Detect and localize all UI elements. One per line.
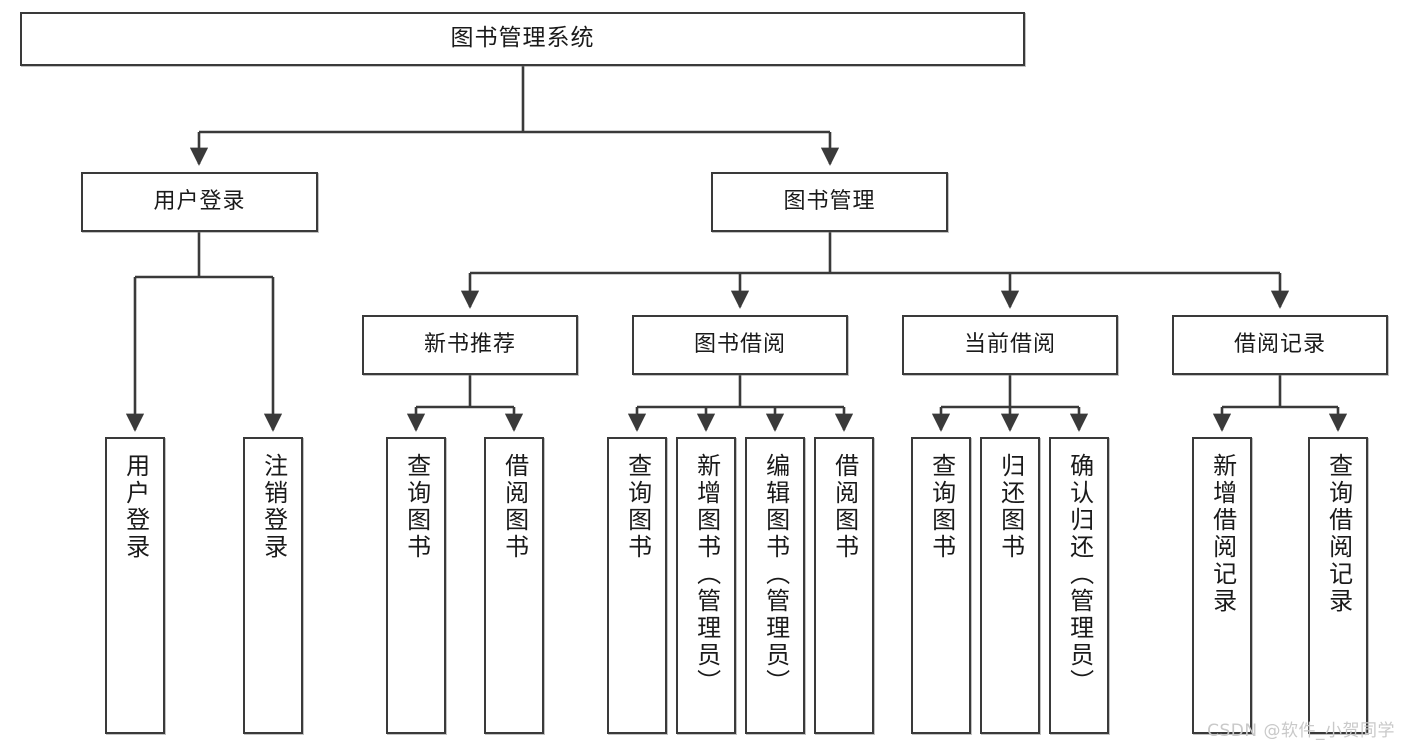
- leaf-edit-book-label: 编辑图书（管理员）: [761, 453, 790, 696]
- leaf-return-book-label: 归还图书: [996, 453, 1025, 561]
- leaf-query-record-label: 查询借阅记录: [1324, 453, 1353, 615]
- leaf-add-book[interactable]: 新增图书（管理员）: [676, 437, 736, 734]
- node-user-login-label: 用户登录: [153, 188, 246, 214]
- leaf-logout-login[interactable]: 注销登录: [243, 437, 303, 734]
- leaf-user-login-label: 用户登录: [121, 453, 150, 561]
- node-book-manage[interactable]: 图书管理: [711, 172, 948, 232]
- leaf-logout-login-label: 注销登录: [259, 453, 288, 561]
- leaf-user-login[interactable]: 用户登录: [105, 437, 165, 734]
- leaf-confirm-return-label: 确认归还（管理员）: [1065, 453, 1094, 696]
- node-borrow-record[interactable]: 借阅记录: [1172, 315, 1388, 375]
- leaf-query-book-2[interactable]: 查询图书: [607, 437, 667, 734]
- leaf-query-record[interactable]: 查询借阅记录: [1308, 437, 1368, 734]
- leaf-edit-book[interactable]: 编辑图书（管理员）: [745, 437, 805, 734]
- node-current-borrow[interactable]: 当前借阅: [902, 315, 1118, 375]
- leaf-add-book-label: 新增图书（管理员）: [692, 453, 721, 696]
- node-book-manage-label: 图书管理: [783, 188, 876, 214]
- leaf-query-book-3-label: 查询图书: [927, 453, 956, 561]
- leaf-borrow-book-1[interactable]: 借阅图书: [484, 437, 544, 734]
- node-borrow-record-label: 借阅记录: [1233, 331, 1326, 357]
- node-current-borrow-label: 当前借阅: [963, 331, 1056, 357]
- leaf-query-book-1-label: 查询图书: [402, 453, 431, 561]
- leaf-query-book-1[interactable]: 查询图书: [386, 437, 446, 734]
- leaf-add-record[interactable]: 新增借阅记录: [1192, 437, 1252, 734]
- leaf-return-book[interactable]: 归还图书: [980, 437, 1040, 734]
- leaf-confirm-return[interactable]: 确认归还（管理员）: [1049, 437, 1109, 734]
- leaf-query-book-2-label: 查询图书: [623, 453, 652, 561]
- node-root-label: 图书管理系统: [450, 25, 595, 52]
- node-book-borrow[interactable]: 图书借阅: [632, 315, 848, 375]
- csdn-watermark: CSDN @软件_小贺同学: [1207, 721, 1395, 741]
- leaf-query-book-3[interactable]: 查询图书: [911, 437, 971, 734]
- leaf-add-record-label: 新增借阅记录: [1208, 453, 1237, 615]
- leaf-borrow-book-1-label: 借阅图书: [500, 453, 529, 561]
- node-root[interactable]: 图书管理系统: [20, 12, 1025, 66]
- leaf-borrow-book-2-label: 借阅图书: [830, 453, 859, 561]
- node-user-login[interactable]: 用户登录: [81, 172, 318, 232]
- node-book-borrow-label: 图书借阅: [693, 331, 786, 357]
- leaf-borrow-book-2[interactable]: 借阅图书: [814, 437, 874, 734]
- node-new-book-recommend[interactable]: 新书推荐: [362, 315, 578, 375]
- node-new-book-recommend-label: 新书推荐: [423, 331, 516, 357]
